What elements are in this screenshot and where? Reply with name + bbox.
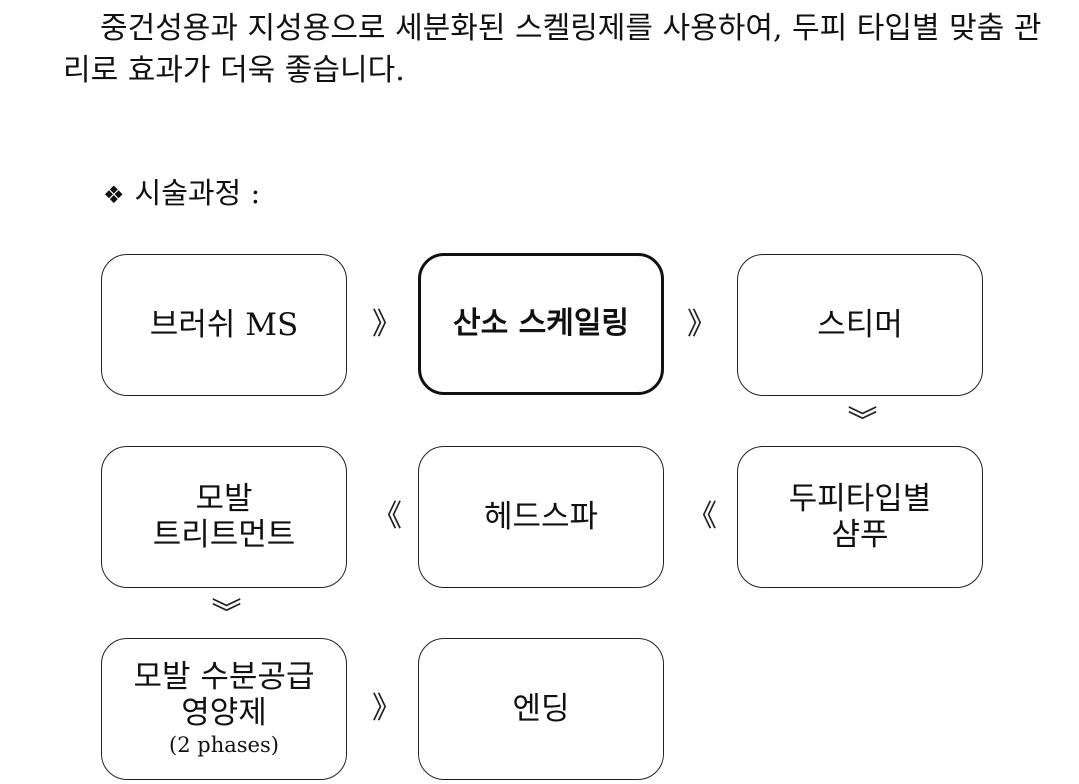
arrow-right-icon: 》 (687, 307, 717, 342)
step-sub-label: (2 phases) (169, 733, 279, 757)
step-label: 엔딩 (512, 691, 570, 727)
step-head-spa: 헤드스파 (418, 446, 664, 588)
step-hair-treatment: 모발 트리트먼트 (101, 446, 347, 588)
intro-paragraph: 중건성용과 지성용으로 세분화된 스켈링제를 사용하여, 두피 타입별 맞춤 관… (63, 11, 1042, 88)
step-label-line-2: 트리트먼트 (152, 517, 296, 553)
step-scalp-type-shampoo: 두피타입별 샴푸 (737, 446, 983, 588)
arrow-left-icon: 《 (372, 499, 402, 534)
arrow-left-icon: 《 (687, 499, 717, 534)
arrow-down-icon: 》 (843, 405, 878, 435)
step-label-line-1: 모발 수분공급 (133, 659, 315, 695)
step-label: 브러쉬 MS (149, 307, 299, 343)
step-ending: 엔딩 (418, 638, 664, 780)
step-hair-moisture-serum: 모발 수분공급 영양제 (2 phases) (101, 638, 347, 780)
step-label: 산소 스케일링 (452, 306, 630, 341)
arrow-down-icon: 》 (207, 597, 242, 627)
arrow-right-icon: 》 (372, 307, 402, 342)
step-label-line-1: 모발 (195, 481, 253, 517)
step-label-line-1: 두피타입별 (788, 481, 932, 517)
step-brush-ms: 브러쉬 MS (101, 254, 347, 396)
step-label: 헤드스파 (483, 499, 599, 535)
step-oxygen-scaling: 산소 스케일링 (418, 253, 664, 395)
step-label-line-2: 샴푸 (831, 517, 889, 553)
step-label: 스티머 (817, 307, 903, 343)
section-title-text: 시술과정 : (134, 176, 261, 210)
step-label-line-2: 영양제 (181, 695, 267, 731)
section-heading: ❖ 시술과정 : (103, 172, 260, 216)
step-steamer: 스티머 (737, 254, 983, 396)
arrow-right-icon: 》 (372, 691, 402, 726)
diamond-bullet-icon: ❖ (103, 181, 125, 209)
